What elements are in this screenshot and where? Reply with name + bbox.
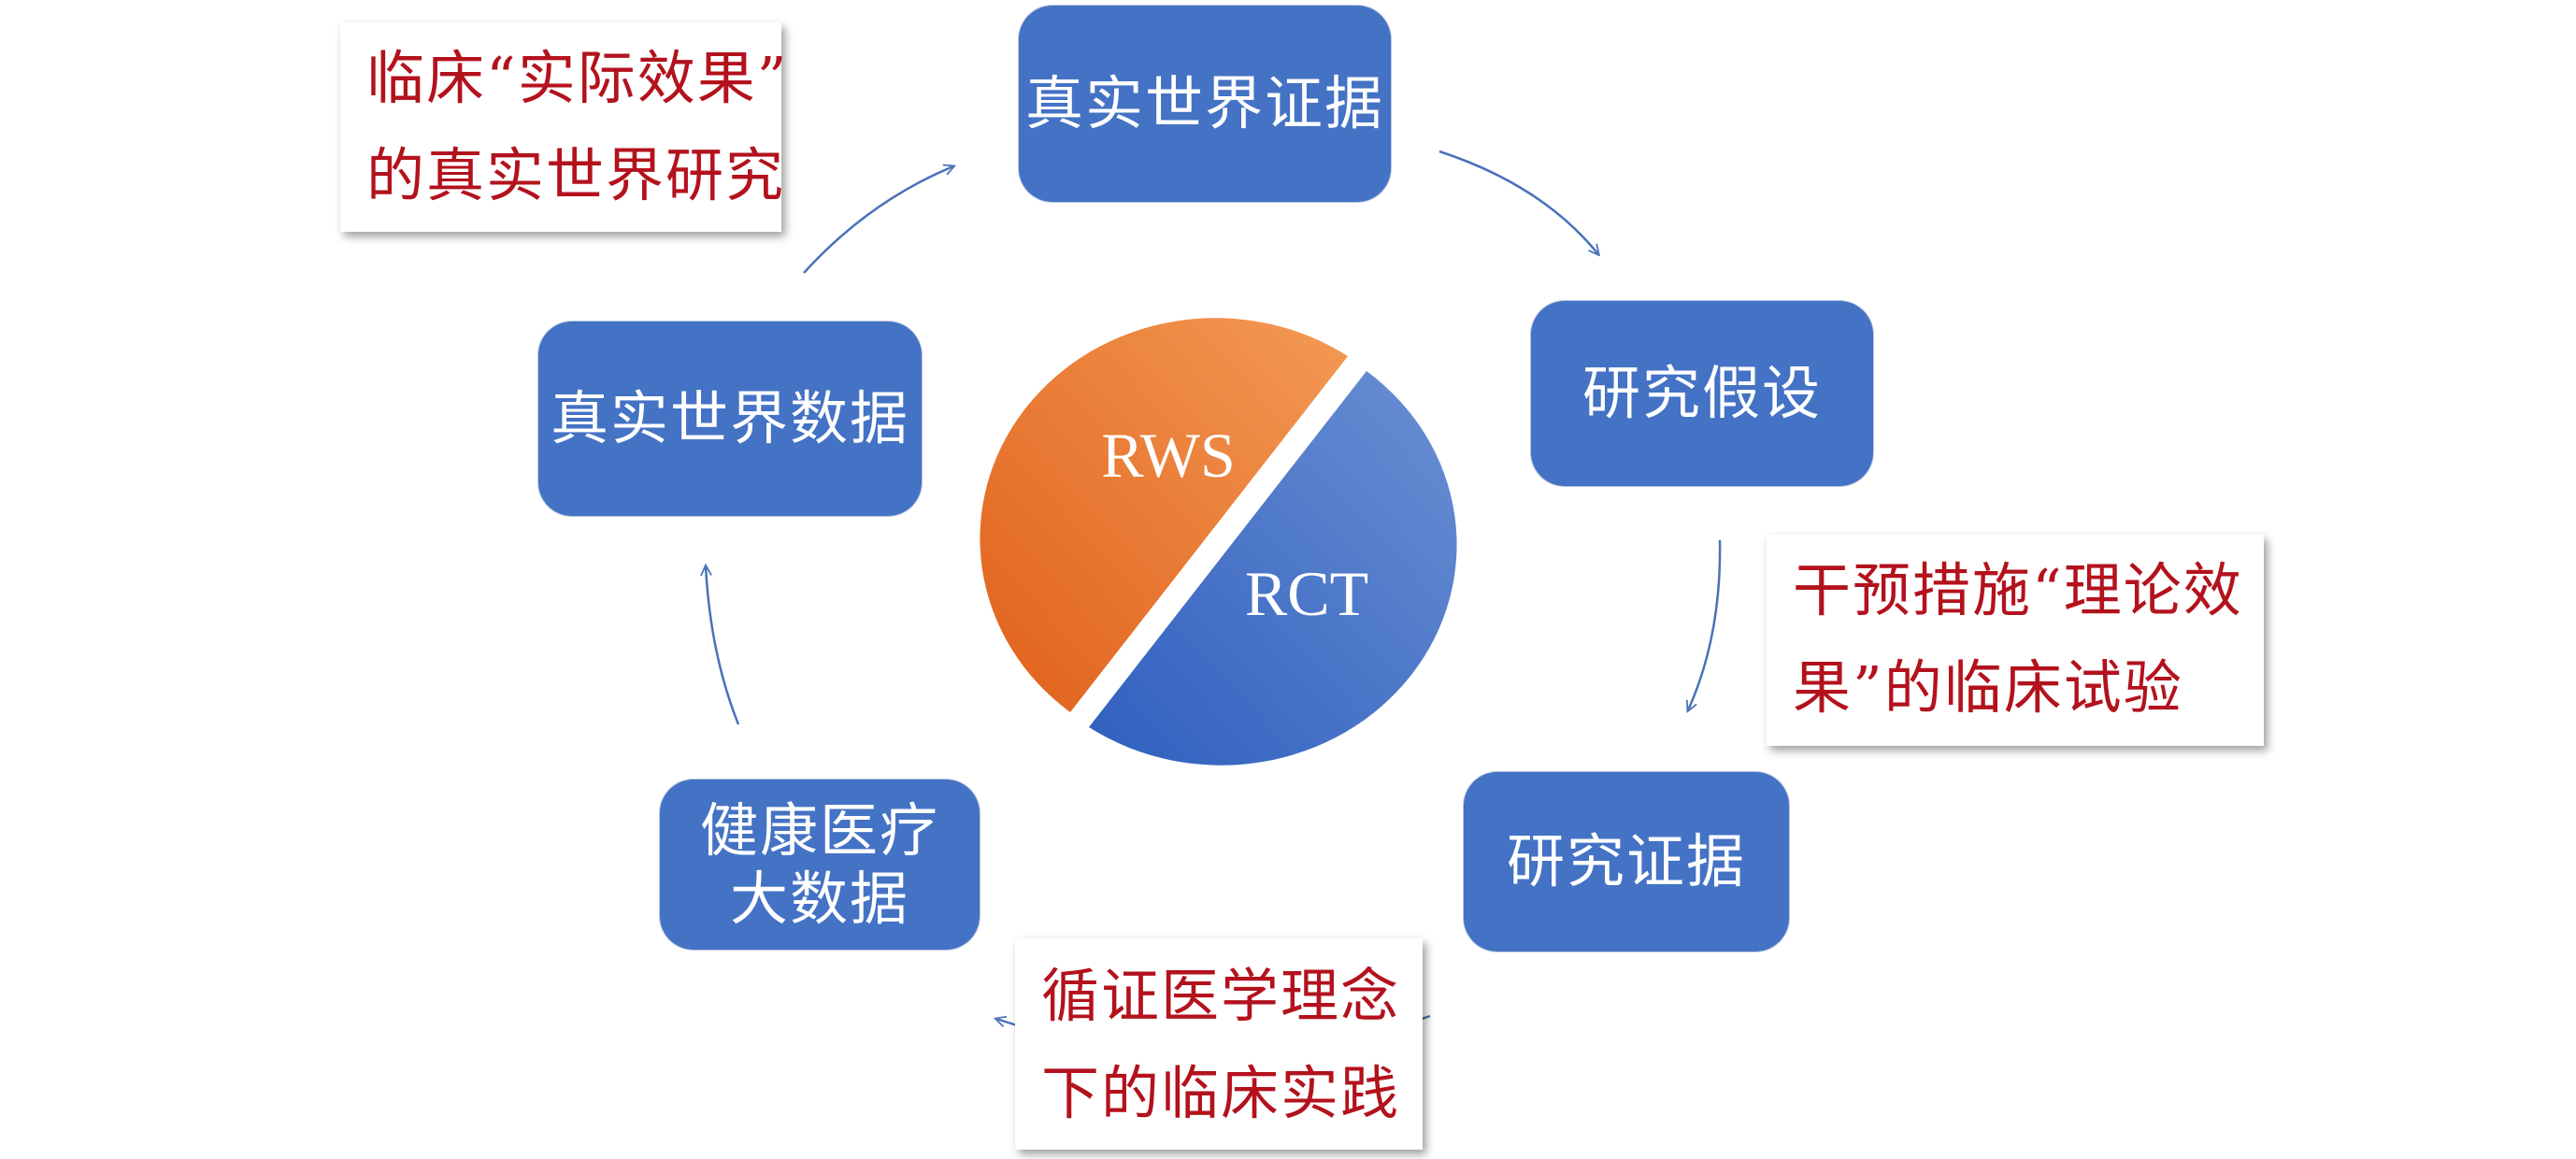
arrow-hypothesis-to-evidence [1688, 539, 1722, 710]
node-label: 真实世界数据 [550, 384, 909, 453]
note-line: 干预措施“理论效 [1793, 556, 2243, 624]
pie-slice-rct [1089, 371, 1457, 766]
node-label: 研究假设 [1581, 359, 1822, 428]
arrow-rwd-to-rwe [803, 166, 953, 274]
node-research-evidence: 研究证据 [1464, 772, 1789, 952]
node-health-big-data: 健康医疗大数据 [660, 780, 980, 950]
pie-slice-rws [980, 318, 1348, 712]
note-line: 果”的临床试验 [1793, 653, 2183, 722]
note-line: 循证医学理念 [1041, 962, 1401, 1030]
pie-label-rws: RWS [1101, 420, 1236, 491]
node-label: 真实世界证据 [1024, 69, 1384, 138]
rws-rct-pie: RWS RCT [980, 318, 1457, 766]
pie-label-rct: RCT [1245, 558, 1368, 629]
note-rct-theoretical-effect: 干预措施“理论效 果”的临床试验 [1767, 535, 2264, 746]
arrow-bigdata-to-rwd [706, 566, 740, 725]
note-line: 临床“实际效果” [366, 44, 789, 112]
note-rws-actual-effect: 临床“实际效果” 的真实世界研究 [340, 22, 789, 232]
node-real-world-evidence: 真实世界证据 [1019, 6, 1391, 202]
note-ebm-clinical-practice: 循证医学理念 下的临床实践 [1015, 938, 1423, 1150]
node-real-world-data: 真实世界数据 [538, 322, 922, 516]
node-label: 健康医疗大数据 [699, 795, 939, 933]
node-label: 研究证据 [1506, 827, 1746, 896]
note-line: 的真实世界研究 [366, 141, 786, 209]
note-line: 下的临床实践 [1041, 1059, 1401, 1127]
arrow-rwe-to-hypothesis [1438, 150, 1598, 254]
node-research-hypothesis: 研究假设 [1531, 301, 1873, 486]
